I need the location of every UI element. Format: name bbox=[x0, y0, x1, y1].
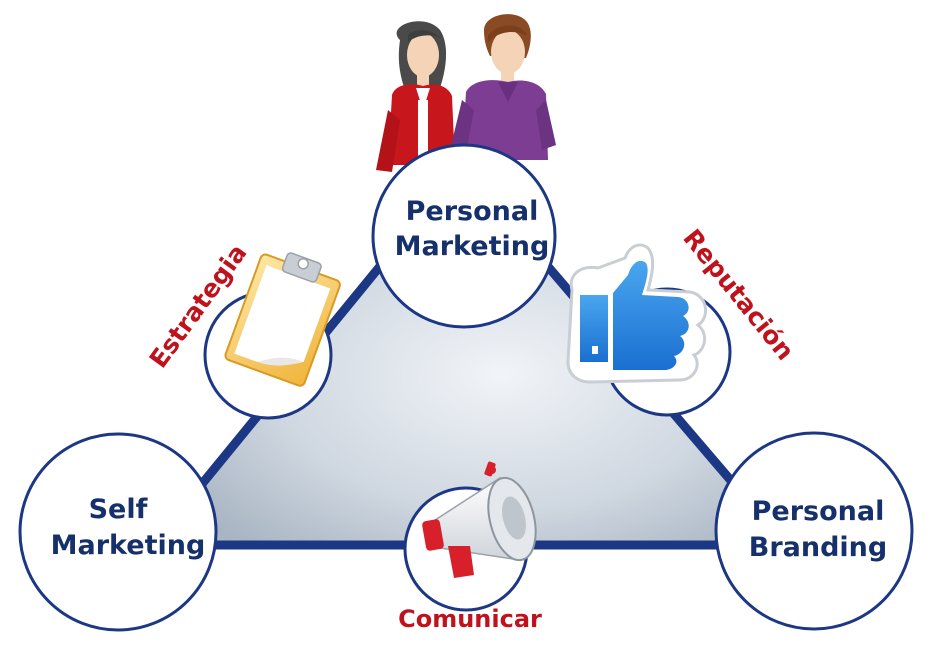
node-self-marketing-line2: Marketing bbox=[51, 530, 206, 561]
megaphone-icon bbox=[422, 461, 537, 578]
node-personal-marketing-line2: Marketing bbox=[395, 231, 550, 262]
node-personal-marketing-line1: Personal bbox=[406, 196, 539, 227]
thumbs-up-icon bbox=[566, 243, 707, 384]
label-comunicar: Comunicar bbox=[398, 605, 542, 633]
people-icon bbox=[376, 14, 556, 172]
node-personal-branding-line1: Personal bbox=[752, 496, 885, 527]
node-self-marketing: Self Marketing bbox=[18, 432, 218, 632]
node-personal-branding-line2: Branding bbox=[749, 532, 887, 563]
node-personal-branding: Personal Branding bbox=[714, 431, 914, 631]
node-self-marketing-line1: Self bbox=[89, 494, 148, 525]
clipboard-icon bbox=[224, 252, 341, 387]
node-personal-marketing: Personal Marketing bbox=[371, 143, 557, 329]
